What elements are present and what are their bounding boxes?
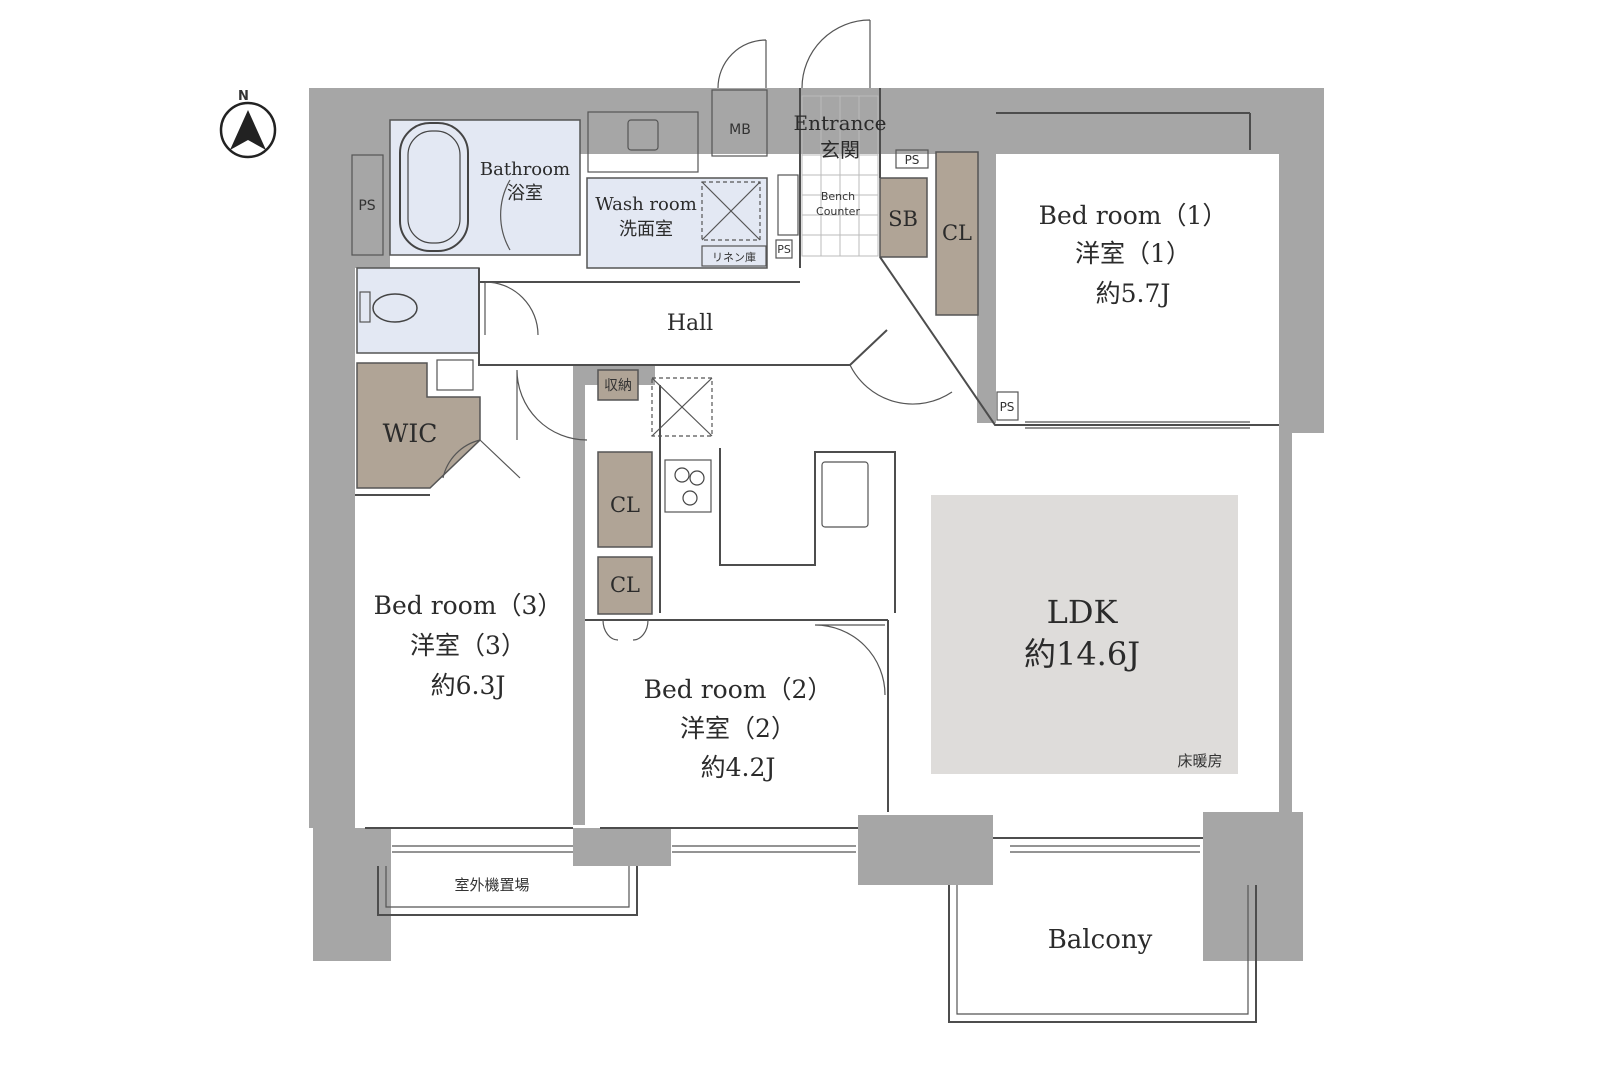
- north-arrow-icon: N: [219, 89, 277, 159]
- balcony-label: Balcony: [1048, 925, 1153, 955]
- bedroom-3-size: 約6.3J: [431, 671, 506, 700]
- balcony-rail: [948, 885, 1257, 1023]
- closet-label-3: CL: [942, 221, 972, 245]
- washbasin: [627, 119, 659, 151]
- outer-walls: [309, 88, 1324, 961]
- shuno-label: 収納: [604, 378, 632, 394]
- bench-counter: [777, 174, 799, 236]
- entrance-jp: 玄関: [820, 138, 860, 162]
- counter-label: Counter: [816, 205, 860, 218]
- interior-walls: [351, 88, 1279, 839]
- bedroom-1-jp: 洋室（1）: [1075, 239, 1191, 268]
- linen-label: リネン庫: [712, 250, 756, 264]
- kitchen-stove: [664, 459, 712, 513]
- floor-heating-note: 床暖房: [1177, 752, 1222, 770]
- bench-label: Bench: [821, 190, 855, 203]
- kitchen-sink: [821, 461, 869, 528]
- bedroom-3-jp: 洋室（3）: [410, 631, 526, 660]
- washing-machine-space: [701, 181, 761, 241]
- room-bathroom: Bathroom 浴室: [480, 159, 570, 204]
- fridge-space: [651, 377, 713, 437]
- closet-label-1: CL: [610, 493, 640, 517]
- room-washroom: Wash room 洗面室 リネン庫: [595, 194, 756, 264]
- outdoor-unit-area: [377, 866, 638, 916]
- bedroom-2-size: 約4.2J: [701, 753, 776, 782]
- bedroom-2-jp: 洋室（2）: [680, 714, 796, 743]
- meter-box-label: MB: [729, 122, 751, 138]
- washroom-en: Wash room: [595, 194, 697, 215]
- entrance-en: Entrance: [794, 111, 887, 135]
- hall-label: Hall: [667, 311, 713, 336]
- north-label: N: [238, 89, 249, 104]
- bathroom-en: Bathroom: [480, 159, 570, 180]
- wet-areas: [356, 119, 768, 354]
- storage-areas: [356, 151, 979, 615]
- ldk-floor-heating-area: [931, 495, 1238, 774]
- windows: [392, 421, 1250, 853]
- outdoor-unit-label: 室外機置場: [454, 876, 529, 894]
- washroom-jp: 洗面室: [619, 219, 673, 240]
- hand-sink: [436, 359, 474, 391]
- entrance-tiles: [801, 95, 879, 257]
- wic-label: WIC: [383, 419, 438, 448]
- door-swings: [442, 19, 953, 696]
- bedroom-3-en: Bed room（3）: [374, 591, 563, 620]
- pipe-space-label-1: PS: [358, 198, 375, 214]
- toilet: [359, 291, 418, 323]
- bedroom-2-en: Bed room（2）: [644, 675, 833, 704]
- bedroom-1-en: Bed room（1）: [1039, 201, 1228, 230]
- shoe-box-label: SB: [888, 207, 918, 231]
- ldk-size: 約14.6J: [1024, 635, 1140, 673]
- ldk-label: LDK: [1047, 593, 1119, 631]
- room-bedroom-3: Bed room（3） 洋室（3） 約6.3J: [374, 591, 563, 700]
- linen-storage: [701, 245, 767, 267]
- room-bedroom-2: Bed room（2） 洋室（2） 約4.2J: [644, 675, 833, 782]
- room-entrance: Entrance 玄関 Bench Counter: [794, 111, 887, 218]
- pipe-space-label-4: PS: [777, 243, 791, 256]
- room-ldk: LDK 約14.6J 床暖房: [1024, 593, 1223, 770]
- room-bedroom-1: Bed room（1） 洋室（1） 約5.7J: [1039, 201, 1228, 308]
- pipe-space-label-2: PS: [905, 153, 920, 167]
- closet-label-2: CL: [610, 573, 640, 597]
- pipe-space-label-3: PS: [1000, 400, 1015, 414]
- bedroom-1-size: 約5.7J: [1096, 279, 1171, 308]
- bathroom-jp: 浴室: [507, 183, 543, 204]
- bathtub: [399, 122, 469, 252]
